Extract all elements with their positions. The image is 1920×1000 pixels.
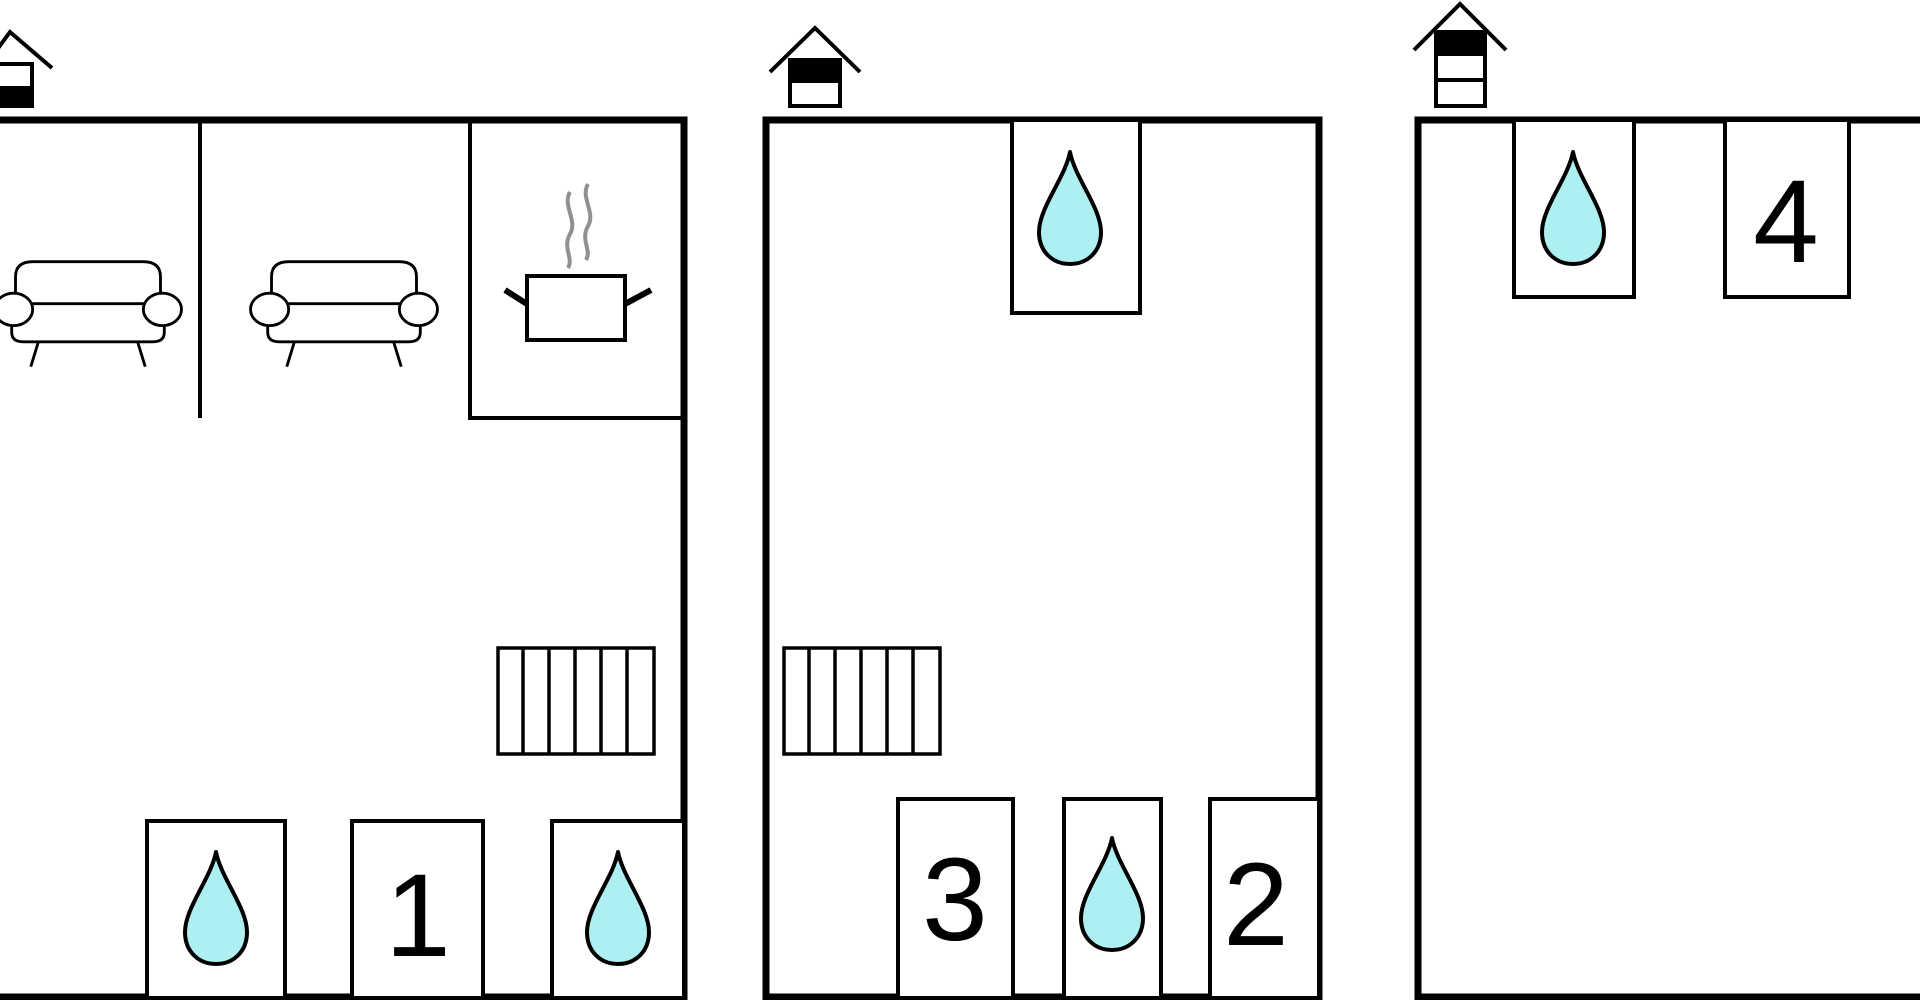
floor-3-outer-wall — [1414, 116, 1920, 1000]
floor-1: 1 — [0, 29, 688, 1000]
room-number-label: 3 — [922, 834, 988, 966]
floor-3: 4 — [1412, 1, 1920, 1000]
bathroom-2 — [550, 819, 686, 1000]
bathroom-4 — [1062, 797, 1163, 1000]
cooking-pot-icon — [503, 183, 653, 342]
floor-2: 3 2 — [762, 25, 1323, 1000]
house-level-icon-ground — [0, 29, 54, 108]
room-number-label: 4 — [1753, 156, 1819, 288]
room-number-label: 1 — [385, 850, 451, 982]
staircase-icon — [496, 646, 656, 756]
bedroom-3: 3 — [896, 797, 1015, 1000]
bathroom-1 — [145, 819, 287, 1000]
bathroom-5 — [1512, 118, 1636, 299]
bathroom-3 — [1010, 118, 1142, 315]
bedroom-1: 1 — [350, 819, 485, 1000]
staircase-icon — [782, 646, 942, 756]
bedroom-4: 4 — [1723, 118, 1851, 299]
house-level-icon-second — [1412, 1, 1508, 108]
sofa-icon — [0, 260, 183, 369]
kitchen-wall — [468, 120, 684, 420]
room-number-label: 2 — [1223, 839, 1289, 971]
house-level-icon-first — [768, 25, 862, 108]
bedroom-2: 2 — [1208, 797, 1321, 1000]
sofa-icon — [249, 260, 439, 369]
floor-1-outer-wall — [0, 116, 688, 1000]
